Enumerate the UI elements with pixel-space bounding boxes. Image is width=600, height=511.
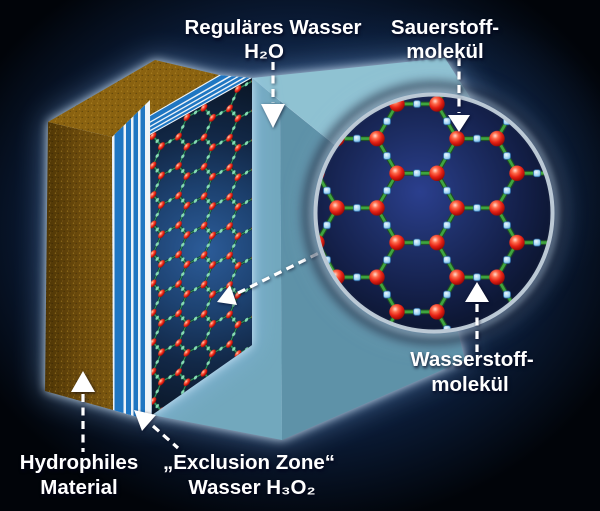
material-arrowhead (71, 371, 95, 392)
ez-layer-band (143, 77, 250, 136)
magnifier-rim (313, 92, 555, 334)
ez-layer-band (135, 76, 244, 136)
ez-layer-stripe (133, 100, 138, 421)
material-and-ez-layers (45, 60, 252, 421)
label-oxygen: Sauerstoff- (391, 16, 499, 39)
water-block-left (152, 78, 282, 440)
label-material-line2: Material (40, 476, 117, 499)
oxygen-arrowhead (448, 115, 470, 132)
label-regular-water: Reguläres Wasser (185, 16, 362, 39)
label-material: Hydrophiles (20, 451, 138, 474)
ez-layer-band (126, 76, 237, 137)
regular-water-arrowhead (261, 104, 285, 128)
label-hydrogen: Wasserstoff- (410, 348, 533, 371)
ez-layer-stripe (126, 100, 131, 421)
ez-water-arrowhead (134, 410, 156, 431)
magnifier-connector-line (237, 250, 322, 295)
magnifier-lattice (317, 96, 551, 330)
label-ez-water: „Exclusion Zone“ (163, 451, 335, 474)
label-ez-water-formula: Wasser H₃O₂ (188, 476, 315, 499)
labels: Reguläres Wasser H₂O Sauerstoff- molekül… (20, 16, 534, 499)
magnifier-circle (301, 80, 567, 346)
ez-layer-stripe (114, 100, 124, 421)
ez-layer-stripe (140, 100, 145, 421)
label-regular-water-formula: H₂O (244, 40, 284, 63)
hydrogen-arrowhead (465, 282, 489, 302)
magnifier-connector-arrowhead (217, 285, 237, 305)
label-hydrogen-line2: molekül (431, 373, 508, 396)
annotation-arrows (71, 58, 489, 452)
material-slab-front-texture (45, 122, 113, 410)
ez-water-arrow-line (151, 424, 180, 450)
label-oxygen-line2: molekül (406, 40, 483, 63)
material-slab-top-texture (48, 60, 219, 137)
ez-interface-lattice (150, 78, 252, 415)
